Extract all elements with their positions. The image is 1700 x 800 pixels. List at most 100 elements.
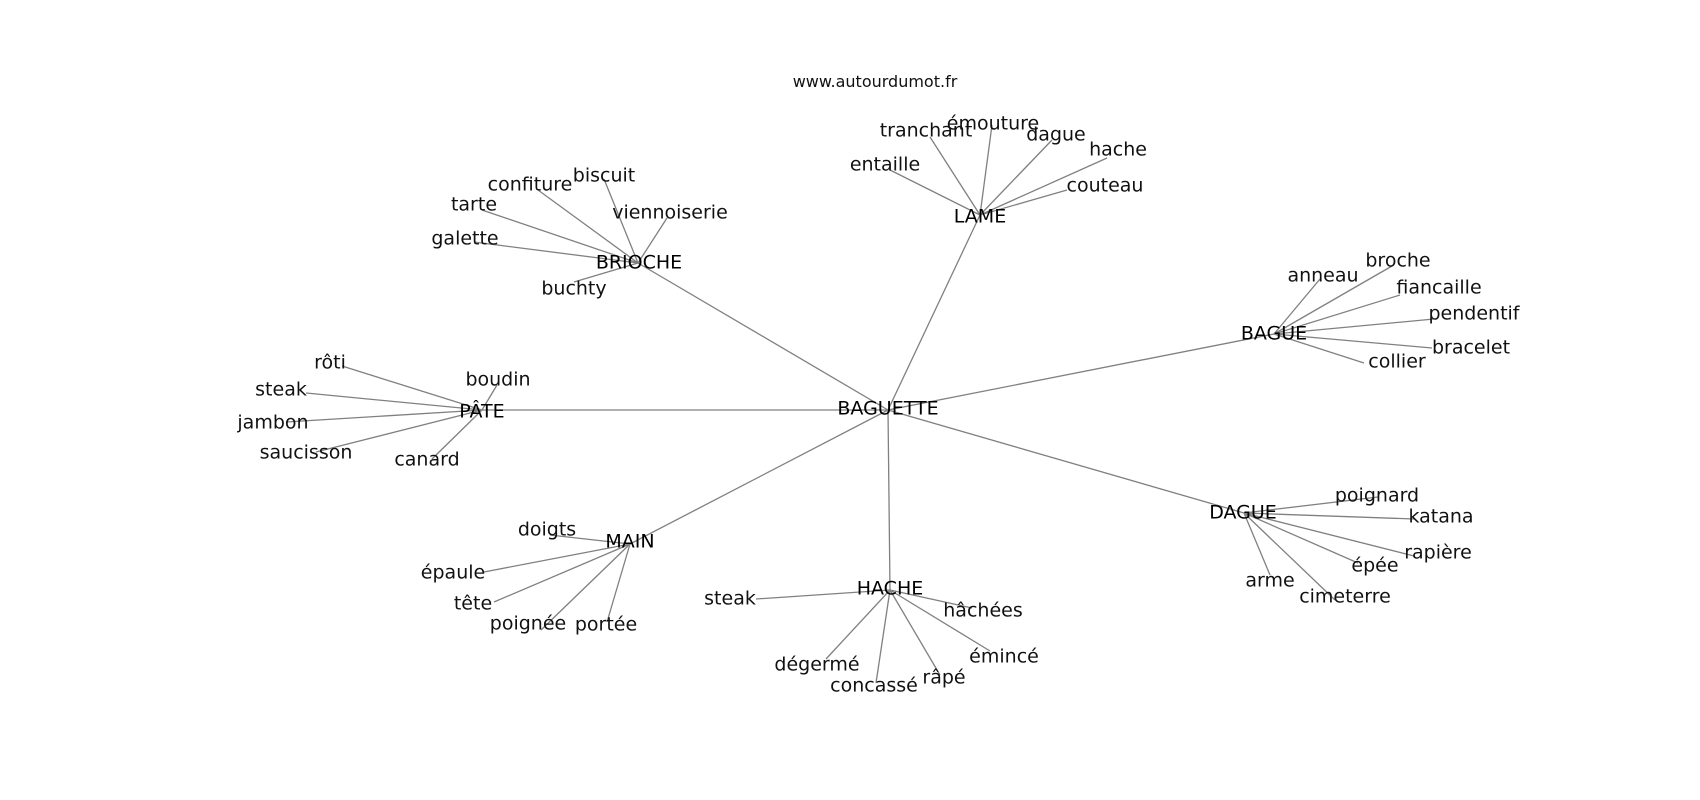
edge-brioche-to-tarte bbox=[481, 209, 639, 264]
word-node-entaille: entaille bbox=[850, 154, 920, 176]
edge-hache-to-hachees bbox=[889, 589, 973, 609]
edge-bague-to-anneau bbox=[1273, 278, 1321, 335]
hub-node-hache: HACHE bbox=[857, 578, 924, 600]
edge-lame-to-hache bbox=[979, 157, 1108, 216]
edge-hache-to-steak bbox=[755, 589, 891, 600]
edge-center-to-brioche bbox=[637, 262, 889, 411]
edge-bague-to-pendentif bbox=[1273, 318, 1435, 335]
edge-center-to-bague bbox=[887, 333, 1275, 411]
edge-pate-to-saucisson bbox=[315, 409, 483, 453]
word-node-katana: katana bbox=[1408, 506, 1473, 528]
hub-node-lame: LAME bbox=[954, 206, 1006, 228]
edge-brioche-to-buchty bbox=[573, 262, 639, 283]
edge-dague-to-katana bbox=[1243, 512, 1415, 520]
edge-brioche-to-biscuit bbox=[603, 178, 639, 264]
edge-brioche-to-galette bbox=[473, 241, 639, 264]
word-node-degerme: dégermé bbox=[774, 654, 859, 676]
word-node-tete: tête bbox=[454, 593, 492, 615]
edge-hache-to-rape bbox=[889, 589, 941, 676]
edge-brioche-to-viennoiserie bbox=[637, 217, 668, 264]
edge-center-to-hache bbox=[887, 409, 891, 591]
edge-bague-to-bracelet bbox=[1273, 333, 1433, 349]
hub-node-bague: BAGUE bbox=[1241, 323, 1307, 345]
word-node-tarte: tarte bbox=[451, 194, 497, 216]
word-node-couteau: couteau bbox=[1067, 175, 1144, 197]
word-node-viennoiserie: viennoiserie bbox=[612, 202, 728, 224]
word-node-emince: émincé bbox=[969, 646, 1039, 668]
center-node-label: BAGUETTE bbox=[837, 398, 938, 420]
edge-dague-to-rapiere bbox=[1243, 512, 1415, 557]
word-node-broche: broche bbox=[1365, 250, 1430, 272]
word-node-hachees: hâchées bbox=[943, 600, 1022, 622]
word-node-collier: collier bbox=[1368, 351, 1426, 373]
edge-center-to-dague bbox=[887, 409, 1245, 514]
edge-main-to-portee bbox=[606, 543, 631, 623]
word-node-biscuit: biscuit bbox=[573, 165, 635, 187]
word-node-steak: steak bbox=[704, 588, 756, 610]
edge-main-to-epaule bbox=[483, 543, 631, 573]
edge-pate-to-steak bbox=[305, 392, 483, 411]
word-node-confiture: confiture bbox=[488, 174, 573, 196]
word-node-epee: épée bbox=[1351, 555, 1398, 577]
word-node-doigts: doigts bbox=[518, 519, 576, 541]
word-node-jambon: jambon bbox=[236, 412, 308, 434]
edge-bague-to-fiancaille bbox=[1273, 294, 1401, 335]
edge-center-to-main bbox=[629, 409, 889, 545]
edge-hache-to-degerme bbox=[825, 589, 891, 660]
word-node-canard: canard bbox=[394, 449, 459, 471]
word-node-saucisson: saucisson bbox=[260, 442, 353, 464]
edge-main-to-poignee bbox=[540, 543, 631, 631]
word-node-fiancaille: fiancaille bbox=[1396, 277, 1481, 299]
edge-pate-to-jambon bbox=[285, 409, 483, 423]
hub-node-pate: PÂTE bbox=[459, 400, 504, 423]
word-node-pendentif: pendentif bbox=[1428, 303, 1520, 325]
edge-lame-to-dague bbox=[979, 139, 1053, 216]
word-node-steak: steak bbox=[255, 379, 307, 401]
edge-lame-to-emouture bbox=[979, 124, 993, 216]
edge-dague-to-poignard bbox=[1243, 496, 1379, 514]
word-node-dague: dague bbox=[1026, 124, 1086, 146]
word-node-portee: portée bbox=[575, 614, 637, 636]
edge-center-to-lame bbox=[887, 214, 981, 411]
edge-lame-to-entaille bbox=[889, 169, 981, 216]
word-node-poignee: poignée bbox=[490, 613, 566, 635]
edge-hache-to-concasse bbox=[875, 589, 891, 684]
word-node-arme: arme bbox=[1245, 570, 1294, 592]
edge-lame-to-tranchant bbox=[929, 136, 981, 216]
word-node-rape: râpé bbox=[922, 667, 965, 689]
word-node-galette: galette bbox=[431, 228, 498, 250]
edge-dague-to-cimeterre bbox=[1243, 512, 1336, 601]
edge-pate-to-roti bbox=[341, 365, 483, 411]
word-node-bracelet: bracelet bbox=[1432, 337, 1510, 359]
edge-dague-to-arme bbox=[1243, 512, 1271, 576]
edge-pate-to-boudin bbox=[481, 384, 498, 411]
hub-node-dague: DAGUE bbox=[1209, 502, 1277, 524]
graph-edges bbox=[285, 124, 1435, 684]
edge-bague-to-collier bbox=[1273, 333, 1365, 364]
edge-main-to-tete bbox=[493, 543, 631, 603]
word-node-tranchant: tranchant bbox=[880, 120, 973, 142]
hub-node-brioche: BRIOCHE bbox=[596, 252, 682, 274]
word-node-concasse: concassé bbox=[830, 675, 918, 697]
word-node-emouture: émouture bbox=[947, 113, 1039, 135]
word-node-boudin: boudin bbox=[465, 369, 530, 391]
word-node-roti: rôti bbox=[314, 352, 346, 374]
edge-dague-to-epee bbox=[1243, 512, 1359, 564]
word-node-anneau: anneau bbox=[1287, 265, 1358, 287]
edge-brioche-to-confiture bbox=[537, 189, 639, 264]
word-node-cimeterre: cimeterre bbox=[1299, 586, 1391, 608]
site-watermark: www.autourdumot.fr bbox=[792, 72, 958, 91]
edge-pate-to-canard bbox=[431, 409, 483, 460]
word-node-rapiere: rapière bbox=[1404, 542, 1472, 564]
edge-lame-to-couteau bbox=[979, 189, 1068, 216]
edge-bague-to-broche bbox=[1273, 265, 1393, 335]
word-node-buchty: buchty bbox=[541, 278, 606, 300]
word-node-poignard: poignard bbox=[1335, 485, 1419, 507]
word-node-epaule: épaule bbox=[421, 562, 485, 584]
edge-main-to-doigts bbox=[549, 534, 631, 545]
hub-node-main: MAIN bbox=[605, 531, 654, 553]
edge-hache-to-emince bbox=[889, 589, 991, 652]
word-node-hache: hache bbox=[1089, 139, 1147, 161]
